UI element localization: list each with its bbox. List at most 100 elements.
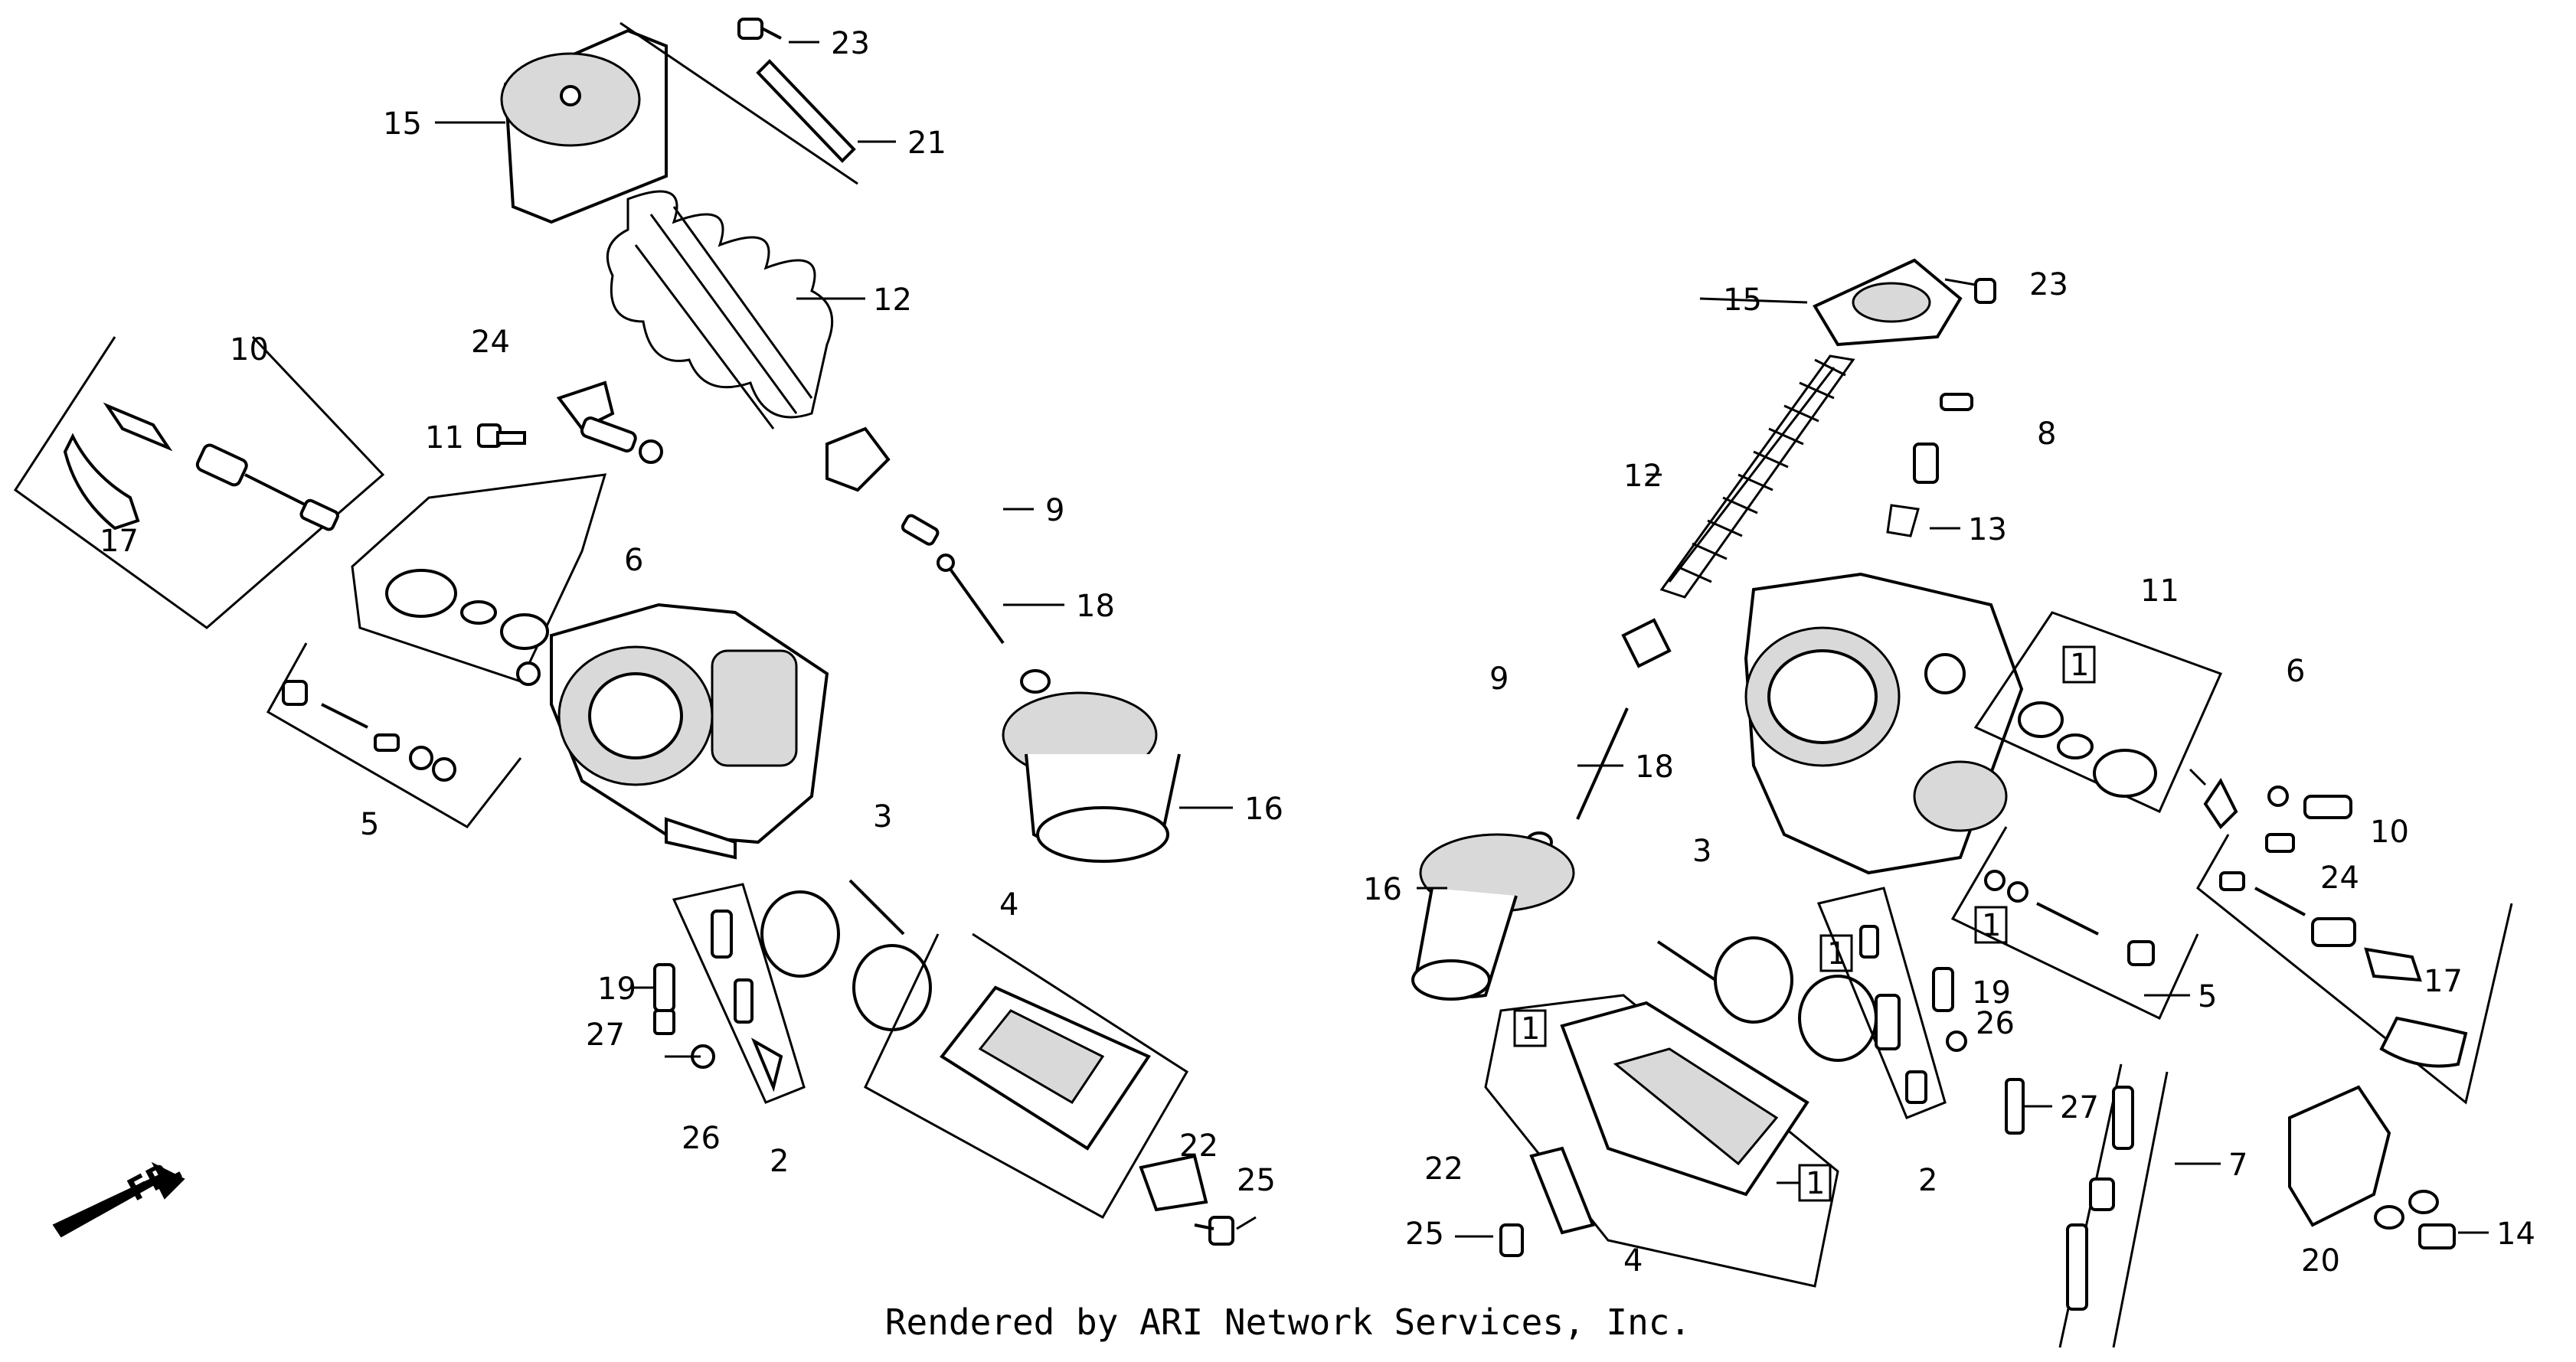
right-screw-8 [1913, 393, 1973, 484]
callout-3: 3 [1692, 834, 1711, 869]
callout-16: 16 [1244, 792, 1283, 827]
callout-5: 5 [2198, 979, 2217, 1014]
left-carburetor-group [13, 18, 1234, 1246]
callout-22: 22 [1179, 1128, 1218, 1164]
right-spring-12 [1659, 354, 1855, 599]
front-direction-arrow: FR. [52, 1151, 188, 1238]
callout-6: 6 [2286, 654, 2305, 689]
right-bracket-20 [2288, 1085, 2391, 1227]
callout-21: 21 [907, 126, 946, 161]
left-clip-22 [1139, 1154, 1208, 1212]
left-vacuum-piston-16 [1002, 691, 1181, 863]
callout-23: 23 [2029, 267, 2068, 302]
callout-19: 19 [1972, 975, 2011, 1011]
right-screw-25 [1499, 1223, 1524, 1257]
left-kit-11-outline [351, 473, 607, 683]
right-kit-5-outline [1950, 826, 2199, 1021]
right-kit-10-outline [2196, 834, 2513, 1105]
callout-13: 13 [1968, 512, 2007, 547]
right-carburetor-body [1744, 572, 2024, 875]
callout-9: 9 [1489, 661, 1509, 697]
right-vacuum-piston-16 [1411, 833, 1575, 1001]
callout-11: 11 [2140, 573, 2179, 609]
left-top-cover [500, 28, 668, 224]
left-callouts: 23 21 15 12 10 24 11 6 9 17 18 5 16 3 4 … [100, 26, 1283, 1198]
callout-5: 5 [360, 807, 379, 842]
callout-4: 4 [999, 887, 1018, 923]
callout-27: 27 [586, 1017, 625, 1053]
callout-17: 17 [2424, 964, 2463, 999]
callout-15: 15 [1723, 283, 1762, 318]
left-clip-21 [756, 59, 856, 163]
left-screw-25 [1194, 1216, 1234, 1246]
callout-12: 12 [873, 283, 912, 318]
left-float-valve-parts [711, 910, 783, 1093]
callout-12: 12 [1623, 459, 1662, 494]
left-choke-parts [63, 402, 339, 531]
right-throttle-stop-6 [2203, 778, 2352, 830]
boxed-callout-1: 1 [1827, 936, 1846, 972]
callout-25: 25 [1237, 1163, 1276, 1198]
right-clip-22 [1529, 1146, 1595, 1235]
left-throttle-stop-6 [556, 381, 663, 464]
callout-4: 4 [1623, 1243, 1643, 1279]
callout-24: 24 [2320, 861, 2359, 896]
left-pilot-screw-parts [282, 680, 456, 782]
callout-9: 9 [1045, 493, 1064, 528]
callout-10: 10 [2370, 815, 2409, 850]
right-float-bowl-4 [1560, 1001, 1809, 1197]
left-kit-2-outline [672, 883, 806, 1104]
left-air-cutoff-valve [385, 569, 549, 686]
callout-16: 16 [1363, 872, 1402, 907]
left-carburetor-body [550, 603, 829, 860]
callout-18: 18 [1076, 589, 1115, 624]
right-needle-holder-9 [1621, 618, 1672, 668]
boxed-callouts: 1 1 1 1 1 [1513, 645, 2096, 1202]
callout-18: 18 [1635, 750, 1674, 785]
callout-27: 27 [2060, 1090, 2099, 1125]
callout-2: 2 [770, 1144, 789, 1179]
callout-14: 14 [2496, 1217, 2535, 1252]
left-bracket-line [619, 21, 858, 185]
right-link-parts-7 [2066, 1086, 2134, 1311]
callout-15: 15 [383, 106, 422, 142]
left-float-bowl-4 [940, 985, 1151, 1151]
right-top-cover [1813, 258, 1963, 347]
callout-26: 26 [1976, 1006, 2015, 1041]
left-spring-12 [606, 190, 834, 430]
callout-2: 2 [1918, 1163, 1937, 1198]
callout-17: 17 [100, 524, 139, 559]
right-air-cutoff-valve [2018, 701, 2157, 798]
boxed-callout-1: 1 [1521, 1011, 1540, 1047]
right-callouts: 23 15 8 12 13 11 6 9 18 10 24 16 3 19 5 … [1363, 267, 2535, 1279]
right-carburetor-group [1411, 258, 2513, 1348]
left-needle-holder-9 [825, 426, 940, 546]
callout-11: 11 [425, 420, 464, 456]
leader-lines [435, 41, 2489, 1238]
left-screw-23 [737, 18, 782, 40]
callout-25: 25 [1405, 1217, 1444, 1252]
footer-credit: Rendered by ARI Network Services, Inc. [884, 1302, 1692, 1343]
callout-20: 20 [2301, 1243, 2340, 1279]
right-jet-needle-18 [1576, 707, 1629, 820]
right-pilot-screw-parts [1984, 870, 2155, 966]
left-float-3 [760, 879, 932, 1031]
left-jet-needle-18 [944, 561, 1005, 645]
callout-7: 7 [2228, 1148, 2247, 1183]
callout-19: 19 [597, 972, 636, 1007]
callout-6: 6 [624, 543, 643, 578]
boxed-callout-1: 1 [1806, 1166, 1825, 1201]
right-float-valve-parts [1859, 925, 1927, 1104]
left-kit-10-outline [13, 335, 385, 629]
left-kit-4-outline [864, 932, 1189, 1220]
right-kit-11-outline [1973, 611, 2223, 813]
right-jets [1932, 967, 2025, 1135]
callout-8: 8 [2037, 416, 2056, 452]
callout-22: 22 [1424, 1151, 1463, 1187]
right-screw-24 [2265, 833, 2295, 853]
boxed-callout-1: 1 [1982, 908, 2001, 943]
callout-10: 10 [230, 332, 269, 367]
right-screw-14 [2374, 1190, 2456, 1249]
fr-label: FR. [122, 1151, 188, 1208]
